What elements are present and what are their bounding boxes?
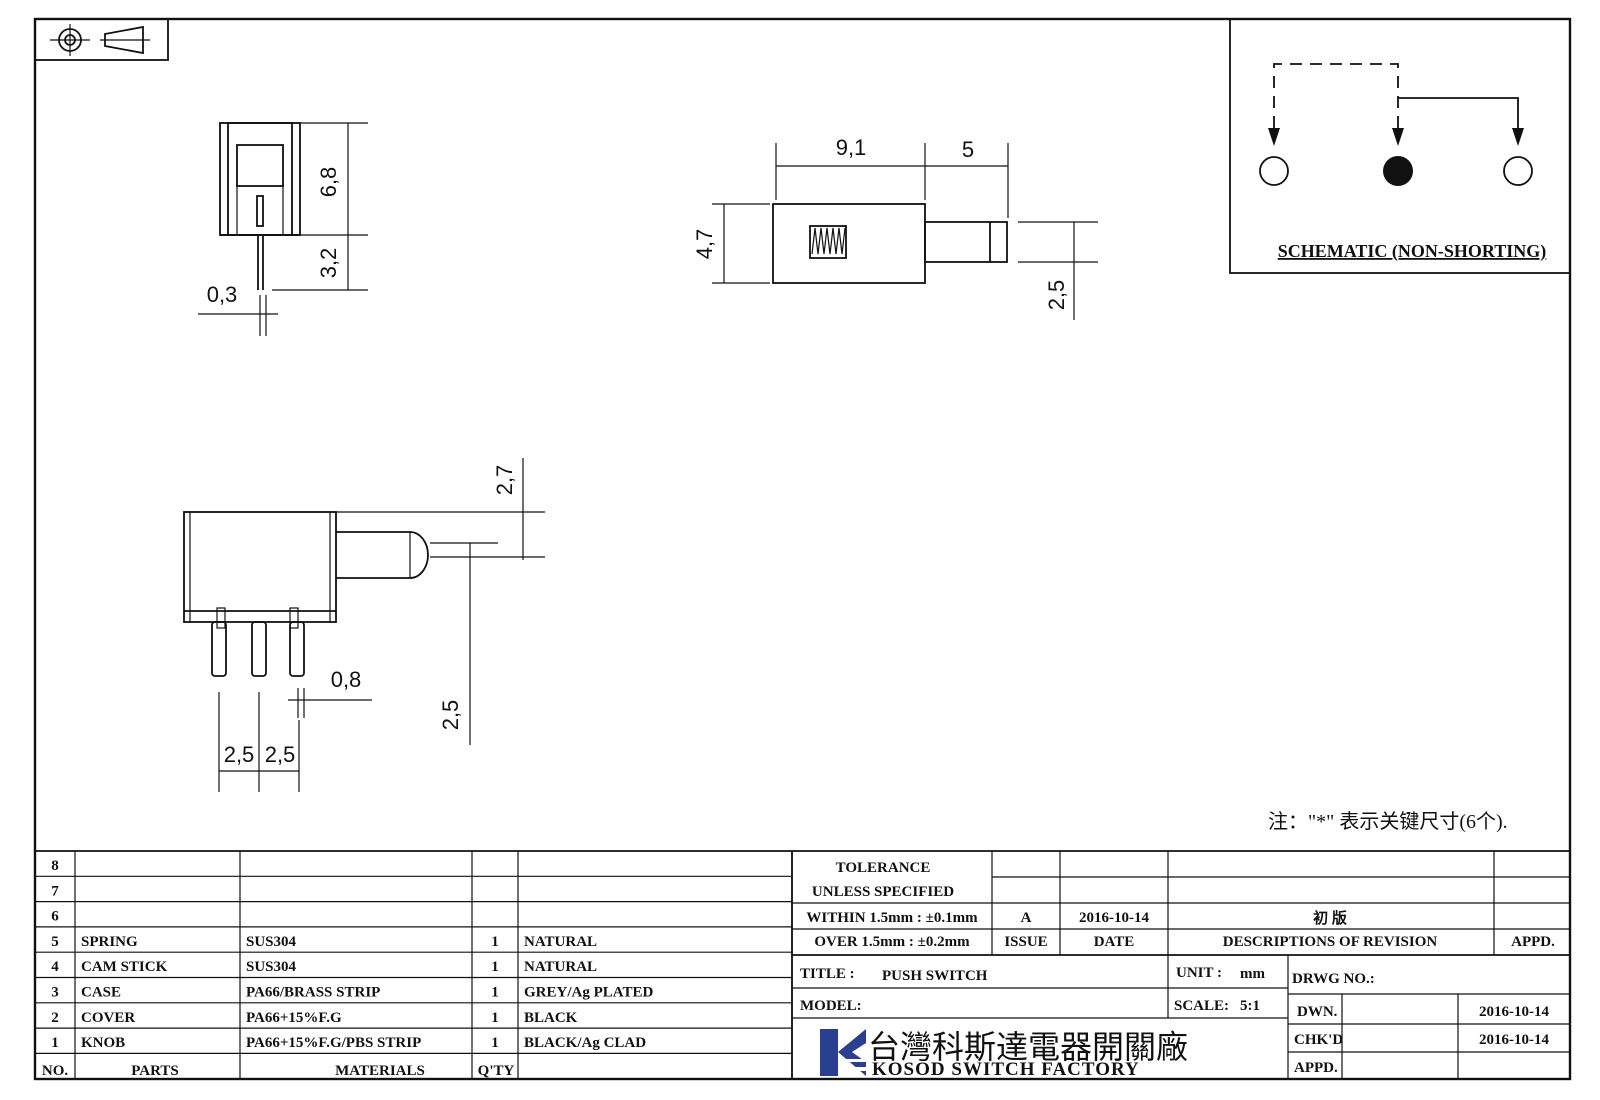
model-label: MODEL: xyxy=(800,998,862,1014)
header-materials: MATERIALS xyxy=(335,1063,425,1079)
dim-top-body-height: 6,8 xyxy=(316,167,341,198)
company-logo-icon xyxy=(820,1029,866,1076)
parts-cell-part: CAM STICK xyxy=(81,959,168,975)
parts-cell-finish: BLACK/Ag CLAD xyxy=(524,1035,646,1051)
side-view: 9,1 5 4,7 2,5 xyxy=(692,135,1098,320)
projection-symbol xyxy=(34,18,169,61)
sheet-border xyxy=(33,17,1572,1081)
tolerance-over: OVER 1.5mm : ±0.2mm xyxy=(814,934,970,950)
revision-description: 初 版 xyxy=(1313,909,1347,927)
parts-cell-no: 1 xyxy=(51,1035,59,1051)
dim-top-pin-thickness: 0,3 xyxy=(207,282,238,307)
revision-col-desc: DESCRIPTIONS OF REVISION xyxy=(1223,934,1438,950)
scale-label: SCALE: xyxy=(1174,998,1229,1014)
chkd-label: CHK'D xyxy=(1294,1032,1343,1048)
drawing-title: PUSH SWITCH xyxy=(882,968,988,984)
revision-issue: A xyxy=(1021,910,1032,926)
revision-col-appd: APPD. xyxy=(1511,934,1555,950)
dim-side-knob-height: 2,5 xyxy=(1044,280,1069,311)
title-block: TITLE : PUSH SWITCH UNIT : mm MODEL: SCA… xyxy=(792,955,1570,1079)
revision-date: 2016-10-14 xyxy=(1079,910,1149,926)
company-block: 台灣科斯達電器開關廠 KOSOD SWITCH FACTORY xyxy=(820,1029,1188,1080)
parts-cell-qty: 1 xyxy=(491,959,499,975)
terminal-open-left xyxy=(1259,156,1289,186)
parts-cell-no: 2 xyxy=(51,1010,59,1026)
dim-side-knob-length: 5 xyxy=(962,137,974,162)
dim-top-pin-height: 3,2 xyxy=(316,248,341,279)
dim-front-pitch-2: 2,5 xyxy=(265,742,296,767)
dim-front-knob-offset: 2,7 xyxy=(492,465,517,496)
header-no: NO. xyxy=(42,1063,69,1079)
chkd-date: 2016-10-14 xyxy=(1479,1032,1549,1048)
header-parts: PARTS xyxy=(131,1063,179,1079)
parts-cell-material: PA66+15%F.G xyxy=(246,1010,342,1026)
dim-side-body-length: 9,1 xyxy=(836,135,867,160)
tolerance-within: WITHIN 1.5mm : ±0.1mm xyxy=(806,910,978,926)
header-qty: Q'TY xyxy=(478,1063,515,1079)
parts-cell-finish: NATURAL xyxy=(524,959,597,975)
parts-cell-qty: 1 xyxy=(491,1010,499,1026)
parts-cell-part: SPRING xyxy=(81,934,138,950)
tolerance-line-1: TOLERANCE xyxy=(836,860,931,876)
parts-cell-qty: 1 xyxy=(491,934,499,950)
parts-cell-material: SUS304 xyxy=(246,959,297,975)
scale-value: 5:1 xyxy=(1240,998,1260,1014)
schematic-label: SCHEMATIC (NON-SHORTING) xyxy=(1278,241,1547,262)
parts-cell-material: PA66+15%F.G/PBS STRIP xyxy=(246,1035,421,1051)
parts-cell-material: SUS304 xyxy=(246,934,297,950)
parts-cell-part: COVER xyxy=(81,1010,135,1026)
schematic-box: SCHEMATIC (NON-SHORTING) xyxy=(1229,18,1571,274)
tolerance-block: TOLERANCE UNLESS SPECIFIED WITHIN 1.5mm … xyxy=(791,851,1570,1079)
revision-col-issue: ISSUE xyxy=(1004,934,1047,950)
parts-cell-no: 6 xyxy=(51,909,59,925)
dim-front-knob-to-pin: 2,5 xyxy=(438,700,463,731)
unit-label: UNIT : xyxy=(1176,965,1222,981)
key-dimension-note: 注："*" 表示关键尺寸(6个). xyxy=(1268,810,1508,833)
parts-cell-part: CASE xyxy=(81,985,121,1001)
front-view: 2,7 2,5 0,8 2,5 2,5 xyxy=(183,458,545,792)
parts-cell-no: 8 xyxy=(51,858,59,874)
title-label: TITLE : xyxy=(800,966,855,982)
parts-cell-part: KNOB xyxy=(81,1035,125,1051)
tolerance-line-2: UNLESS SPECIFIED xyxy=(812,884,954,900)
parts-cell-finish: NATURAL xyxy=(524,934,597,950)
parts-cell-no: 7 xyxy=(51,883,59,899)
parts-cell-finish: GREY/Ag PLATED xyxy=(524,985,653,1001)
appd-label: APPD. xyxy=(1294,1060,1338,1076)
parts-cell-qty: 1 xyxy=(491,985,499,1001)
top-view: 6,8 3,2 0,3 xyxy=(198,122,368,336)
company-name-cn: 台灣科斯達電器開關廠 xyxy=(868,1029,1188,1065)
revision-col-date: DATE xyxy=(1094,934,1135,950)
company-name-en: KOSOD SWITCH FACTORY xyxy=(872,1059,1140,1080)
dim-front-pitch-1: 2,5 xyxy=(224,742,255,767)
drwg-no-label: DRWG NO.: xyxy=(1292,971,1375,987)
parts-cell-no: 3 xyxy=(51,985,59,1001)
dim-side-body-height: 4,7 xyxy=(692,229,717,260)
dwn-label: DWN. xyxy=(1297,1004,1338,1020)
unit-value: mm xyxy=(1240,966,1265,982)
parts-cell-no: 5 xyxy=(51,934,59,950)
terminal-open-right xyxy=(1503,156,1533,186)
dwn-date: 2016-10-14 xyxy=(1479,1004,1549,1020)
parts-cell-finish: BLACK xyxy=(524,1010,578,1026)
dim-front-pin-width: 0,8 xyxy=(331,667,362,692)
parts-cell-material: PA66/BRASS STRIP xyxy=(246,985,380,1001)
parts-cell-no: 4 xyxy=(51,959,59,975)
parts-cell-qty: 1 xyxy=(491,1035,499,1051)
terminal-common xyxy=(1383,156,1413,186)
